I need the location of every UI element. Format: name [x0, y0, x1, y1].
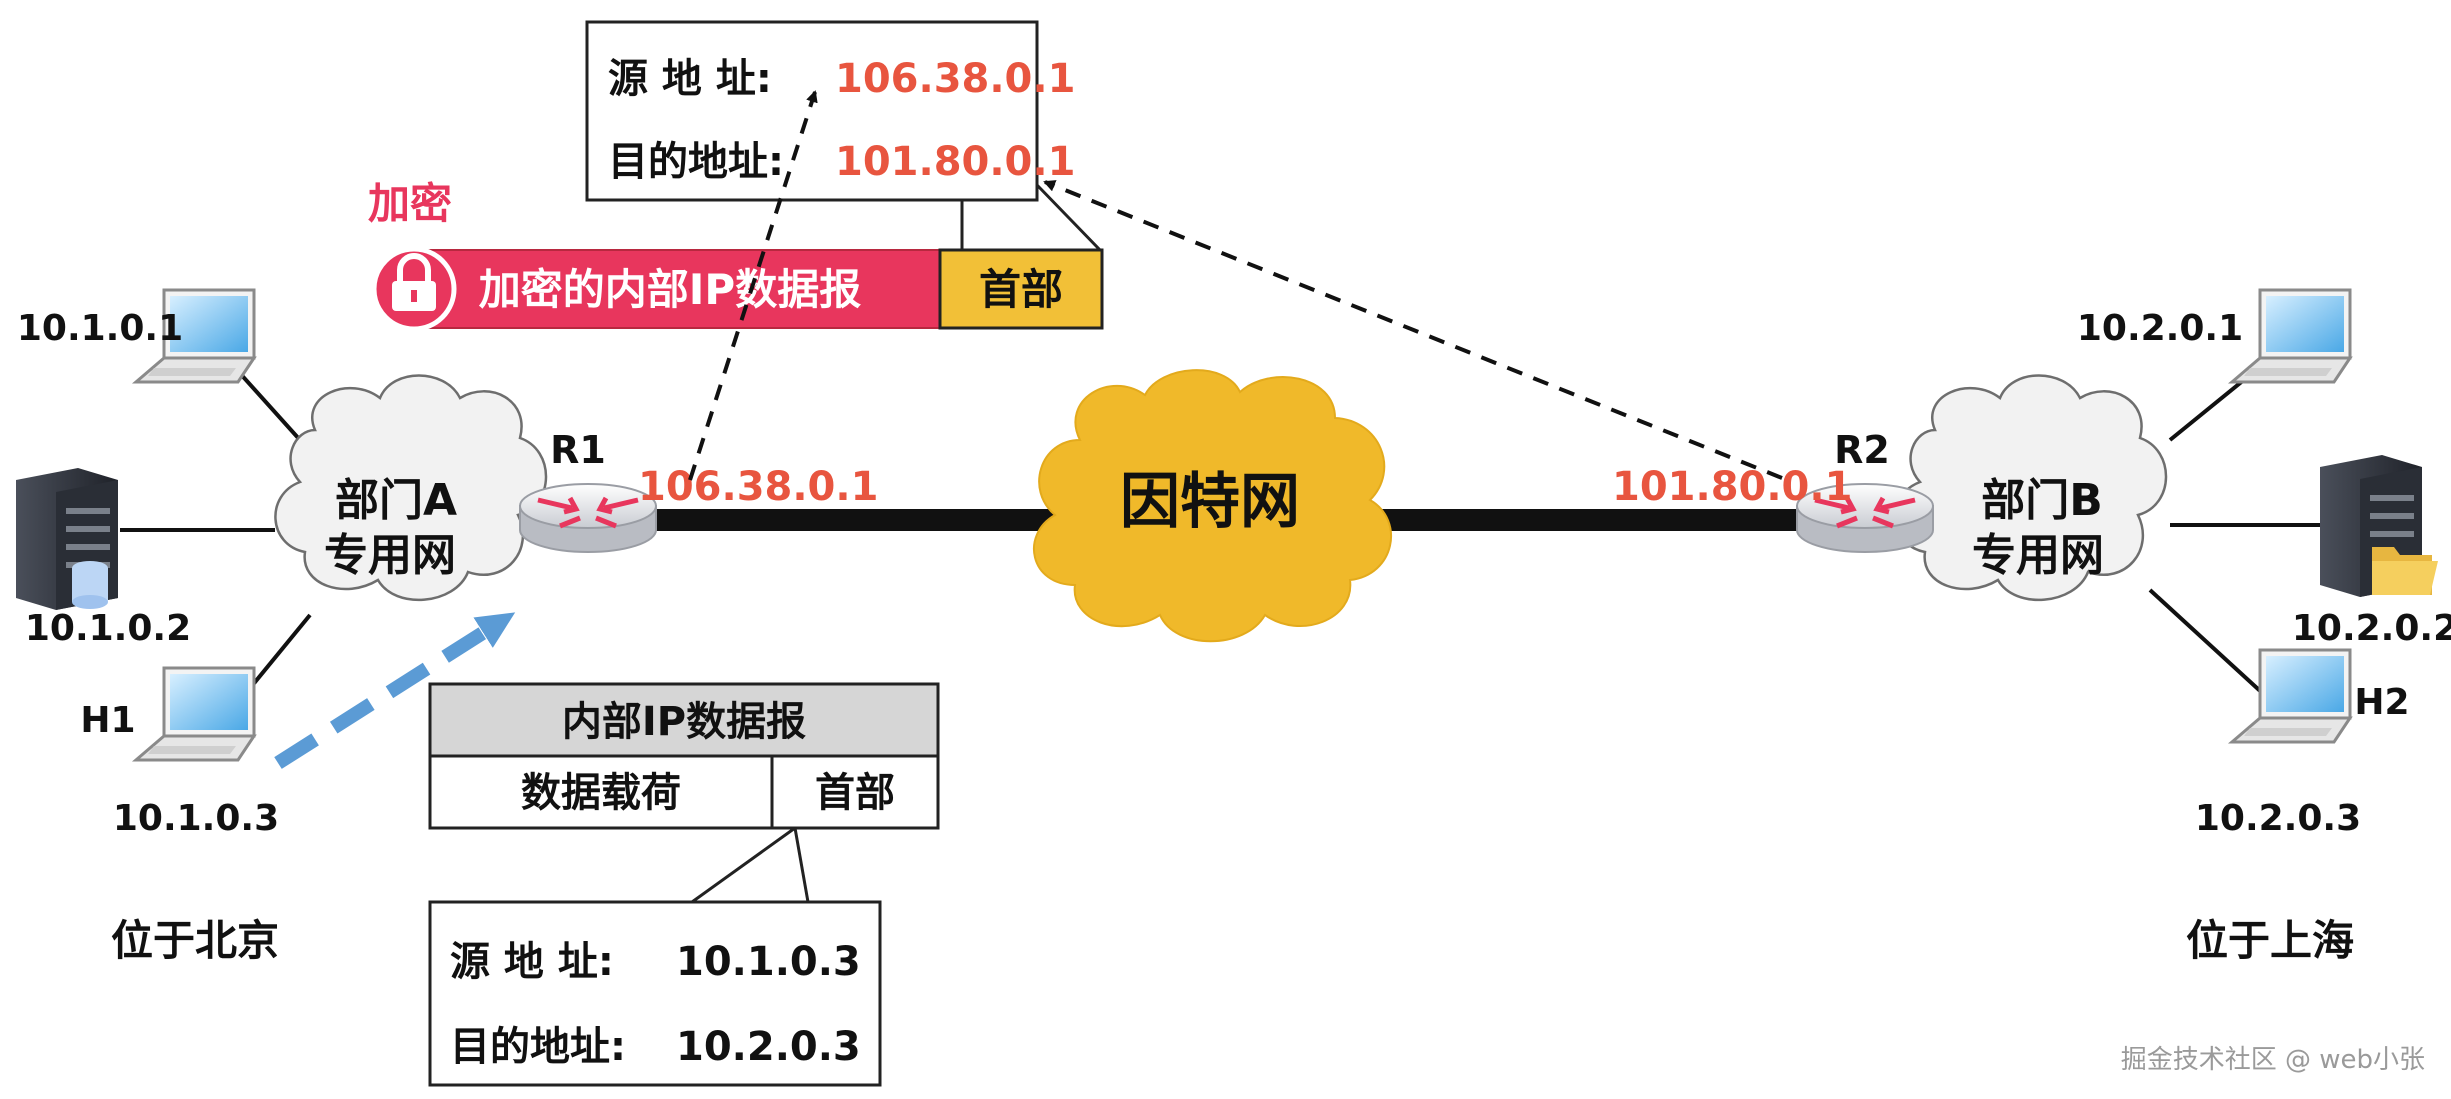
- host-right-1-addr: 10.2.0.1: [2077, 308, 2243, 349]
- cloud-icon: [1032, 369, 1393, 643]
- internet-label: 因特网: [1120, 467, 1300, 537]
- outer-src-label: 源 地 址:: [608, 56, 772, 102]
- encrypted-body-label: 加密的内部IP数据报: [479, 265, 861, 314]
- flow-arrow-h1-to-r1: [274, 612, 516, 769]
- inner-payload: 数据载荷: [521, 770, 681, 816]
- left-private-network-cloud: 部门A 专用网: [274, 374, 548, 602]
- host-h1-name: H1: [80, 700, 135, 741]
- flow-arrow-r2-to-header: [1043, 180, 1783, 480]
- host-10-2-0-1: [2230, 288, 2352, 384]
- host-h2: [2230, 648, 2352, 744]
- router-r2-name: R2: [1834, 428, 1890, 472]
- folder-icon: [2372, 547, 2438, 595]
- inner-dst-label: 目的地址:: [450, 1024, 626, 1070]
- outer-header-box: 源 地 址: 106.38.0.1 目的地址: 101.80.0.1: [585, 20, 1075, 202]
- outer-src-value: 106.38.0.1: [835, 56, 1075, 102]
- internet-cloud: 因特网: [1032, 369, 1393, 643]
- inner-header-cell: 首部: [815, 770, 895, 816]
- inner-src-value: 10.1.0.3: [676, 939, 861, 985]
- inner-dst-value: 10.2.0.3: [676, 1024, 861, 1070]
- inner-header-box: 源 地 址: 10.1.0.3 目的地址: 10.2.0.3: [428, 900, 882, 1087]
- watermark: 掘金技术社区 @ web小张: [2121, 1045, 2425, 1075]
- host-right-2-addr: 10.2.0.2: [2292, 608, 2451, 649]
- right-private-network-cloud: 部门B 专用网: [1894, 374, 2168, 602]
- router-r1: [520, 484, 656, 552]
- router-icon: [520, 484, 656, 552]
- inner-title: 内部IP数据报: [562, 699, 806, 745]
- server-icon: [16, 468, 118, 610]
- host-h1: [134, 666, 256, 762]
- host-left-1-addr: 10.1.0.1: [17, 308, 183, 349]
- outer-dst-value: 101.80.0.1: [835, 139, 1075, 185]
- router-r1-name: R1: [550, 428, 606, 472]
- left-location: 位于北京: [111, 916, 279, 965]
- left-cloud-label-line2: 专用网: [324, 530, 456, 581]
- laptop-icon: [134, 666, 256, 762]
- host-h2-name: H2: [2354, 682, 2409, 723]
- encrypt-title: 加密: [368, 179, 452, 228]
- inner-datagram: 内部IP数据报 数据载荷 首部: [428, 682, 940, 830]
- host-h1-addr: 10.1.0.3: [113, 798, 279, 839]
- inner-src-label: 源 地 址:: [450, 939, 614, 985]
- right-cloud-label-line1: 部门B: [1981, 475, 2103, 526]
- host-10-1-0-2: [16, 468, 118, 610]
- router-r1-public-ip: 106.38.0.1: [638, 464, 878, 510]
- right-cloud-label-line2: 专用网: [1972, 530, 2104, 581]
- encrypted-datagram: 加密的内部IP数据报 首部: [371, 246, 1104, 332]
- lock-icon: [392, 253, 436, 311]
- laptop-icon: [2230, 648, 2352, 744]
- router-r2-public-ip: 101.80.0.1: [1612, 464, 1852, 510]
- outer-dst-label: 目的地址:: [608, 139, 784, 185]
- host-h2-addr: 10.2.0.3: [2195, 798, 2361, 839]
- left-cloud-label-line1: 部门A: [335, 475, 457, 526]
- laptop-icon: [2230, 288, 2352, 384]
- cloud-icon: [274, 374, 548, 602]
- flow-arrow-r1-to-header: [688, 90, 818, 481]
- host-10-2-0-2: [2320, 455, 2438, 597]
- right-location: 位于上海: [2186, 916, 2354, 965]
- host-left-2-addr: 10.1.0.2: [25, 608, 191, 649]
- outer-header-cell: 首部: [979, 265, 1063, 314]
